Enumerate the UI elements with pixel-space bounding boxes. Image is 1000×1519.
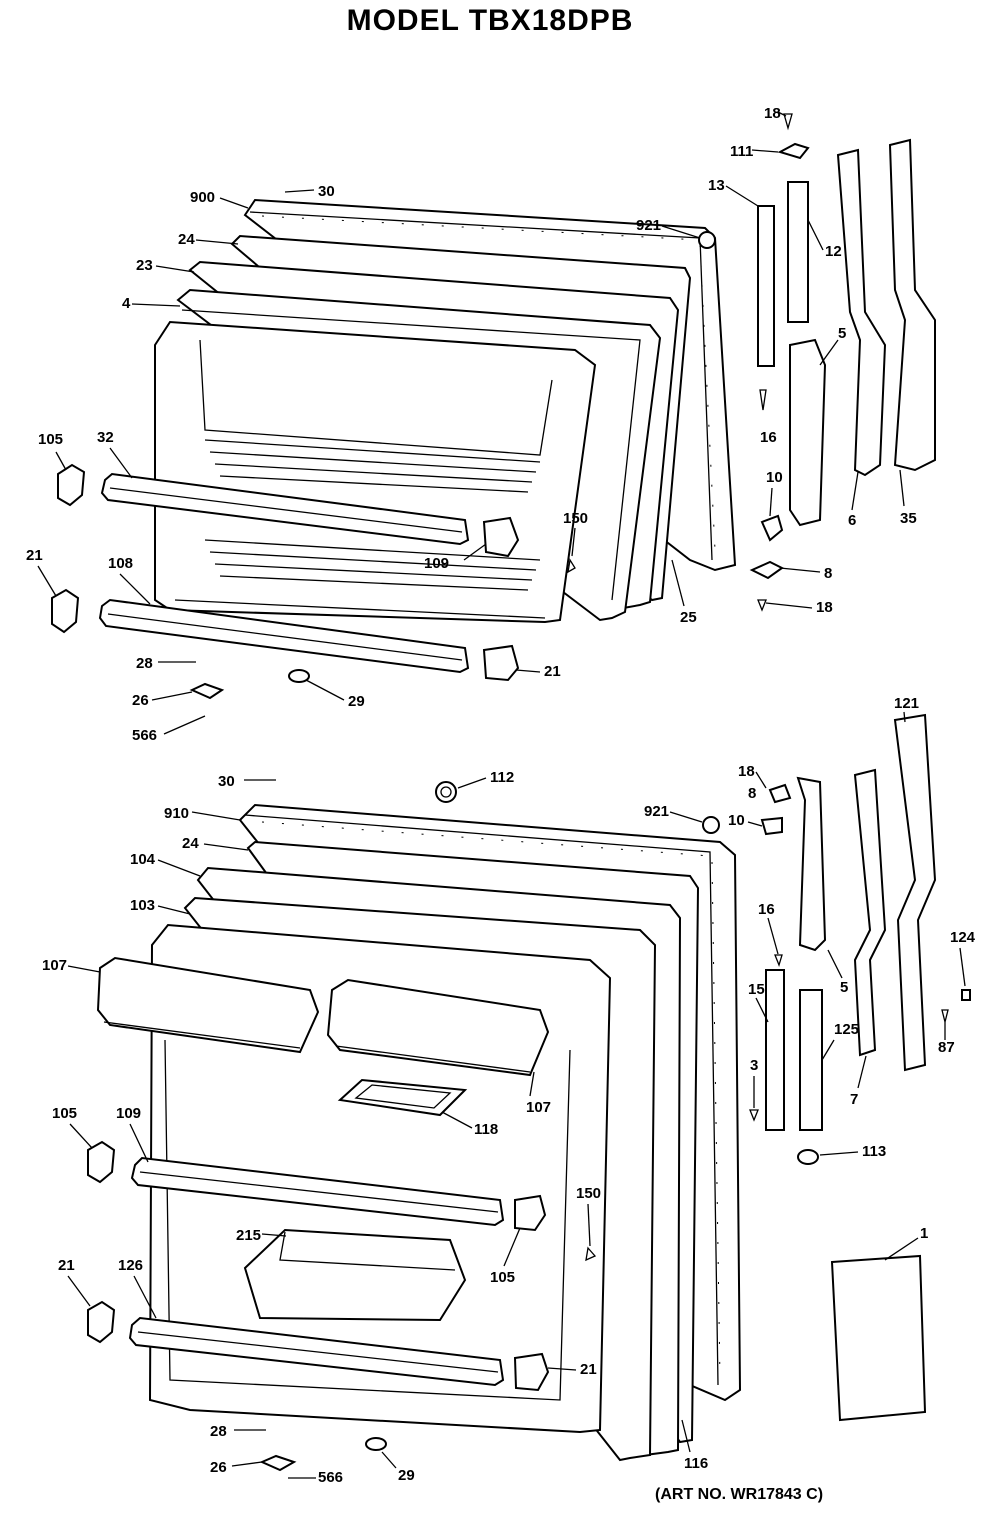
callout-label: 150 bbox=[563, 510, 588, 527]
callout-label: 3 bbox=[750, 1057, 758, 1074]
callout-label: 16 bbox=[760, 429, 777, 446]
callout-label: 108 bbox=[108, 555, 133, 572]
callout-label: 21 bbox=[58, 1257, 75, 1274]
callout-label: 107 bbox=[526, 1099, 551, 1116]
freezer-hinge-parts bbox=[749, 113, 936, 612]
callout-label: 121 bbox=[894, 695, 919, 712]
callout-label: 18 bbox=[816, 599, 833, 616]
callout-label: 24 bbox=[182, 835, 199, 852]
callout-label: 566 bbox=[132, 727, 157, 744]
callout-label: 35 bbox=[900, 510, 917, 527]
callout-label: 105 bbox=[490, 1269, 515, 1286]
callout-label: 8 bbox=[824, 565, 832, 582]
fresh-food-door-assembly bbox=[87, 781, 742, 1472]
callout-label: 104 bbox=[130, 851, 156, 868]
callout-label: 118 bbox=[474, 1121, 498, 1138]
callout-label: 4 bbox=[122, 295, 131, 312]
callout-labels-top: 18 111 13 12 921 900 30 24 23 4 5 16 10 … bbox=[26, 105, 917, 744]
callout-label: 107 bbox=[42, 957, 67, 974]
callout-label: 28 bbox=[210, 1423, 227, 1440]
callout-label: 32 bbox=[97, 429, 114, 446]
callout-label: 10 bbox=[766, 469, 783, 486]
callout-label: 921 bbox=[644, 803, 669, 820]
callout-label: 30 bbox=[218, 773, 235, 790]
callout-label: 24 bbox=[178, 231, 195, 248]
callout-label: 87 bbox=[938, 1039, 955, 1056]
callout-label: 29 bbox=[348, 693, 365, 710]
callout-label: 124 bbox=[950, 929, 976, 946]
callout-label: 105 bbox=[38, 431, 63, 448]
art-number: (ART NO. WR17843 C) bbox=[655, 1486, 824, 1503]
diagram-title: MODEL TBX18DPB bbox=[346, 4, 634, 37]
callout-label: 8 bbox=[748, 785, 756, 802]
callout-label: 910 bbox=[164, 805, 189, 822]
callout-label: 1 bbox=[920, 1225, 928, 1242]
callout-label: 105 bbox=[52, 1105, 77, 1122]
callout-label: 21 bbox=[580, 1361, 597, 1378]
callout-label: 125 bbox=[834, 1021, 859, 1038]
callout-label: 921 bbox=[636, 217, 661, 234]
callout-labels-bottom: 121 18 8 30 112 921 10 910 24 104 103 10… bbox=[42, 695, 976, 1486]
callout-label: 28 bbox=[136, 655, 153, 672]
callout-label: 18 bbox=[764, 105, 781, 122]
callout-label: 15 bbox=[748, 981, 765, 998]
callout-label: 111 bbox=[730, 143, 753, 160]
callout-label: 566 bbox=[318, 1469, 343, 1486]
callout-label: 113 bbox=[862, 1143, 886, 1160]
callout-label: 6 bbox=[848, 512, 856, 529]
callout-label: 29 bbox=[398, 1467, 415, 1484]
callout-label: 21 bbox=[26, 547, 43, 564]
callout-label: 13 bbox=[708, 177, 725, 194]
callout-label: 12 bbox=[825, 243, 842, 260]
callout-label: 112 bbox=[490, 769, 514, 786]
callout-label: 5 bbox=[840, 979, 848, 996]
callout-label: 116 bbox=[684, 1455, 708, 1472]
callout-label: 7 bbox=[850, 1091, 858, 1108]
callout-label: 16 bbox=[758, 901, 775, 918]
callout-label: 26 bbox=[210, 1459, 227, 1476]
callout-label: 5 bbox=[838, 325, 846, 342]
callout-label: 215 bbox=[236, 1227, 261, 1244]
callout-label: 18 bbox=[738, 763, 755, 780]
callout-label: 900 bbox=[190, 189, 215, 206]
callout-label: 21 bbox=[544, 663, 561, 680]
callout-label: 109 bbox=[116, 1105, 141, 1122]
callout-label: 26 bbox=[132, 692, 149, 709]
callout-label: 150 bbox=[576, 1185, 601, 1202]
callout-label: 103 bbox=[130, 897, 155, 914]
callout-label: 30 bbox=[318, 183, 335, 200]
callout-label: 25 bbox=[680, 609, 697, 626]
freezer-door-assembly bbox=[51, 198, 737, 700]
callout-label: 10 bbox=[728, 812, 745, 829]
fresh-food-hinge-parts bbox=[749, 713, 971, 1422]
callout-label: 126 bbox=[118, 1257, 143, 1274]
callout-label: 23 bbox=[136, 257, 153, 274]
callout-label: 109 bbox=[424, 555, 449, 572]
